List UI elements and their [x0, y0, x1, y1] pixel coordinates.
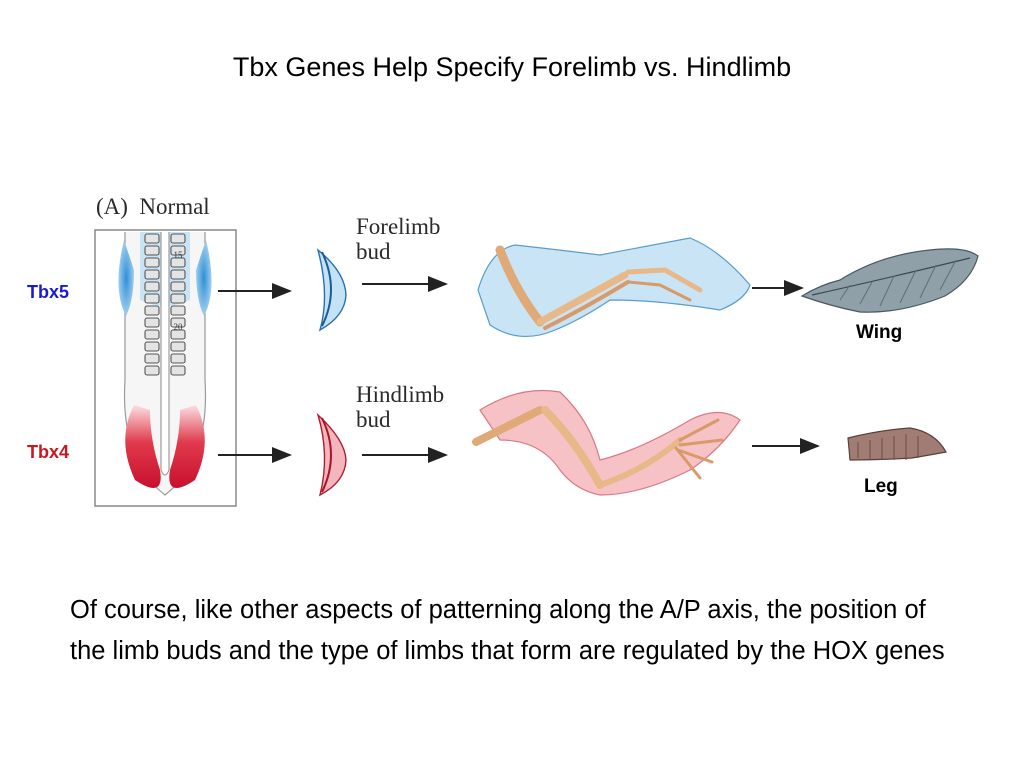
panel-label: (A) Normal [96, 194, 210, 219]
wing-digits [625, 267, 703, 293]
wing-label: Wing [856, 322, 903, 343]
wing-radius [536, 271, 629, 326]
hindlimb-field-left [125, 405, 161, 488]
wing-digit-2 [626, 280, 692, 302]
forelimb-bud-ridge [321, 251, 332, 327]
wing-humerus [495, 245, 545, 327]
forelimb-field-left [118, 240, 134, 316]
leg-femur [472, 406, 544, 446]
hindlimb-bud-label-line2: bud [356, 407, 391, 432]
forelimb-bud-label-line2: bud [356, 239, 391, 264]
hindlimb-bud-label-line1: Hindlimb [356, 382, 445, 407]
tbx4-label: Tbx4 [27, 442, 70, 462]
neural-tube [160, 232, 170, 476]
hindlimb-bud-label: Hindlimb bud [356, 382, 444, 432]
somite-20-label: 20 [174, 322, 184, 332]
leg-skin [479, 389, 741, 496]
wing-ulna [543, 280, 630, 330]
leg-tarsometatarsus [597, 437, 683, 488]
hindlimb-bud-ridge [321, 417, 332, 493]
somite-column-left [144, 233, 160, 376]
wing-skeleton [477, 237, 751, 338]
forelimb-bud-label-line1: Forelimb [356, 214, 441, 239]
leg-tibia [541, 406, 604, 489]
caption-text: Of course, like other aspects of pattern… [70, 596, 945, 665]
somite-15-label: 15 [174, 250, 184, 260]
forelimb-field-right [196, 240, 212, 316]
somite-column-right [170, 233, 186, 376]
leg-skeleton [472, 389, 741, 496]
leg-image [847, 427, 947, 461]
leg-toes [674, 418, 724, 480]
embryo-panel: 15 20 [94, 229, 237, 507]
leg-label: Leg [864, 476, 898, 497]
forelimb-bud-label: Forelimb bud [356, 214, 440, 264]
slide-title: Tbx Genes Help Specify Forelimb vs. Hind… [232, 52, 792, 82]
wing-image [800, 248, 979, 313]
hindlimb-field-right [169, 405, 205, 488]
wing-membrane [477, 237, 751, 338]
tbx5-label: Tbx5 [27, 282, 70, 302]
